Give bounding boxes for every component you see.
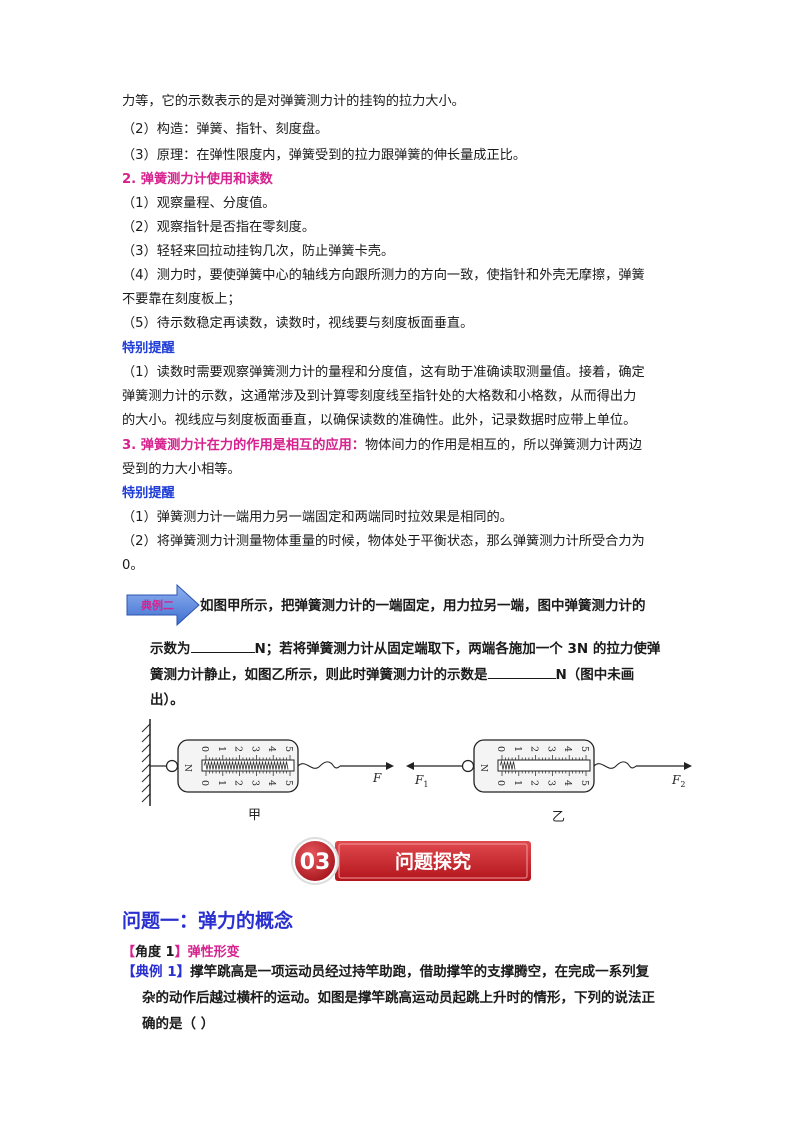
section-banner: 03 问题探究 bbox=[285, 835, 535, 887]
example1-line: 【典例 1】撑竿跳高是一项运动员经过持竿助跑，借助撑竿的支撑腾空，在完成一系列复 bbox=[122, 962, 649, 982]
tip-line: （1）读数时需要观察弹簧测力计的量程和分度值，这有助于准确读取测量值。接着，确定 bbox=[122, 365, 645, 380]
example1-line: 确的是（ ） bbox=[142, 1016, 215, 1032]
section-heading: 3. 弹簧测力计在力的作用是相互的应用： bbox=[122, 438, 365, 453]
answer-blank[interactable] bbox=[190, 638, 255, 653]
scale-label: 2 bbox=[529, 780, 540, 786]
svg-text:N: N bbox=[182, 764, 192, 772]
angle-number: 角度 1 bbox=[135, 945, 175, 960]
badge-label: 典例二 bbox=[141, 599, 174, 612]
tip-line: 弹簧测力计的示数，这通常涉及到计算零刻度线至指针处的大格数和小格数，从而得出力 bbox=[122, 389, 637, 404]
svg-text:N: N bbox=[478, 764, 488, 772]
scale-label: 1 bbox=[512, 746, 523, 752]
tip-line: 的大小。视线应与刻度板面垂直，以确保读数的准确性。此外，记录数据时应带上单位。 bbox=[122, 413, 637, 428]
scale-label: 0 bbox=[199, 746, 210, 752]
example-badge: 典例二 bbox=[125, 583, 201, 627]
section-heading: 2. 弹簧测力计使用和读数 bbox=[122, 172, 273, 187]
list-item: 不要靠在刻度板上； bbox=[122, 292, 241, 307]
tip-line: （1）弹簧测力计一端用力另一端固定和两端同时拉效果是相同的。 bbox=[122, 510, 513, 525]
example-text: 簧测力计静止，如图乙所示，则此时弹簧测力计的示数是 bbox=[150, 667, 488, 683]
example-text: N（图中未画 bbox=[555, 667, 635, 683]
text-line: 力等，它的示数表示的是对弹簧测力计的挂钩的拉力大小。 bbox=[122, 94, 465, 109]
angle-text: 弹性形变 bbox=[187, 945, 240, 960]
svg-text:F1: F1 bbox=[414, 773, 428, 789]
scale-label: 1 bbox=[512, 780, 523, 786]
example-text: 示数为 bbox=[150, 641, 191, 657]
scale-label: 3 bbox=[545, 746, 556, 752]
caption-left: 甲 bbox=[248, 808, 261, 823]
example-line: 如图甲所示，把弹簧测力计的一端固定，用力拉另一端，图中弹簧测力计的 bbox=[200, 598, 646, 614]
list-item: （4）测力时，要使弹簧中心的轴线方向跟所测力的方向一致，使指针和外壳无摩擦，弹簧 bbox=[122, 268, 645, 283]
text-line: （3）原理：在弹性限度内，弹簧受到的拉力跟弹簧的伸长量成正比。 bbox=[122, 148, 527, 163]
scale-label: 2 bbox=[233, 746, 244, 752]
scale-label: 2 bbox=[529, 746, 540, 752]
section3-text: 物体间力的作用是相互的，所以弹簧测力计两边 bbox=[364, 438, 642, 453]
spring-coil bbox=[203, 760, 289, 770]
scale-label: 5 bbox=[579, 780, 590, 786]
example-line: 出）。 bbox=[150, 692, 184, 708]
scale-label: 5 bbox=[283, 780, 294, 786]
list-item: （1）观察量程、分度值。 bbox=[122, 196, 276, 211]
angle-label: 【角度 1】弹性形变 bbox=[122, 941, 240, 960]
scale-label: 1 bbox=[216, 746, 227, 752]
list-item: （3）轻轻来回拉动挂钩几次，防止弹簧卡壳。 bbox=[122, 244, 395, 259]
list-item: （5）待示数稳定再读数，读数时，视线要与刻度板面垂直。 bbox=[122, 316, 474, 331]
scale-label: 2 bbox=[233, 780, 244, 786]
wall-icon bbox=[141, 719, 151, 806]
banner-number: 03 bbox=[300, 850, 331, 875]
scale-label: 3 bbox=[249, 746, 260, 752]
scale-label: 4 bbox=[266, 746, 277, 752]
example-line: 簧测力计静止，如图乙所示，则此时弹簧测力计的示数是 N（图中未画 bbox=[150, 664, 634, 685]
bracket: 【 bbox=[122, 964, 136, 980]
example-text: N；若将弹簧测力计从固定端取下，两端各施加一个 3N 的拉力使弹 bbox=[254, 641, 661, 657]
force-f2-label: F bbox=[671, 773, 681, 787]
tip-line: 0。 bbox=[122, 558, 144, 573]
scale-label: 5 bbox=[579, 746, 590, 752]
question-title: 问题一：弹力的概念 bbox=[122, 910, 294, 932]
answer-blank[interactable] bbox=[487, 664, 556, 679]
spring-coil bbox=[499, 760, 516, 770]
scale-label: 5 bbox=[283, 746, 294, 752]
bracket: 】 bbox=[176, 964, 191, 980]
force-label: F bbox=[372, 771, 382, 785]
caption-right: 乙 bbox=[552, 810, 565, 825]
tip-line: （2）将弹簧测力计测量物体重量的时候，物体处于平衡状态，那么弹簧测力计所受合力为 bbox=[122, 534, 645, 549]
scale-label: 4 bbox=[562, 746, 573, 752]
example-text: 撑竿跳高是一项运动员经过持竿助跑，借助撑竿的支撑腾空，在完成一系列复 bbox=[190, 964, 650, 980]
scale-label: 4 bbox=[562, 780, 573, 786]
tip-heading: 特别提醒 bbox=[122, 341, 175, 356]
scale-label: 4 bbox=[266, 780, 277, 786]
scale-label: 1 bbox=[216, 780, 227, 786]
example-label: 典例 1 bbox=[135, 964, 177, 980]
example1-line: 杂的动作后越过横杆的运动。如图是撑竿跳高运动员起跳上升时的情形，下列的说法正 bbox=[142, 990, 655, 1006]
force-f1-label: F bbox=[414, 773, 424, 787]
example-line: 示数为 N；若将弹簧测力计从固定端取下，两端各施加一个 3N 的拉力使弹 bbox=[150, 638, 660, 659]
list-item: （2）观察指针是否指在零刻度。 bbox=[122, 220, 316, 235]
banner-title: 问题探究 bbox=[395, 850, 471, 873]
scale-label: 3 bbox=[249, 780, 260, 786]
scale-label: 0 bbox=[199, 780, 210, 786]
tip-heading: 特别提醒 bbox=[122, 486, 175, 501]
scale-label: 3 bbox=[545, 780, 556, 786]
text-line: （2）构造：弹簧、指针、刻度盘。 bbox=[122, 122, 329, 137]
banner-graphic: 03 问题探究 bbox=[291, 837, 531, 885]
section3-line: 3. 弹簧测力计在力的作用是相互的应用：物体间力的作用是相互的，所以弹簧测力计两… bbox=[122, 436, 642, 456]
arrow-badge-icon bbox=[126, 583, 200, 627]
bracket: 【 bbox=[122, 945, 136, 960]
scale-label: 0 bbox=[495, 746, 506, 752]
text-line: 受到的力大小相等。 bbox=[122, 462, 241, 477]
bracket: 】 bbox=[174, 945, 188, 960]
svg-text:F2: F2 bbox=[671, 773, 685, 789]
scale-label: 0 bbox=[495, 780, 506, 786]
